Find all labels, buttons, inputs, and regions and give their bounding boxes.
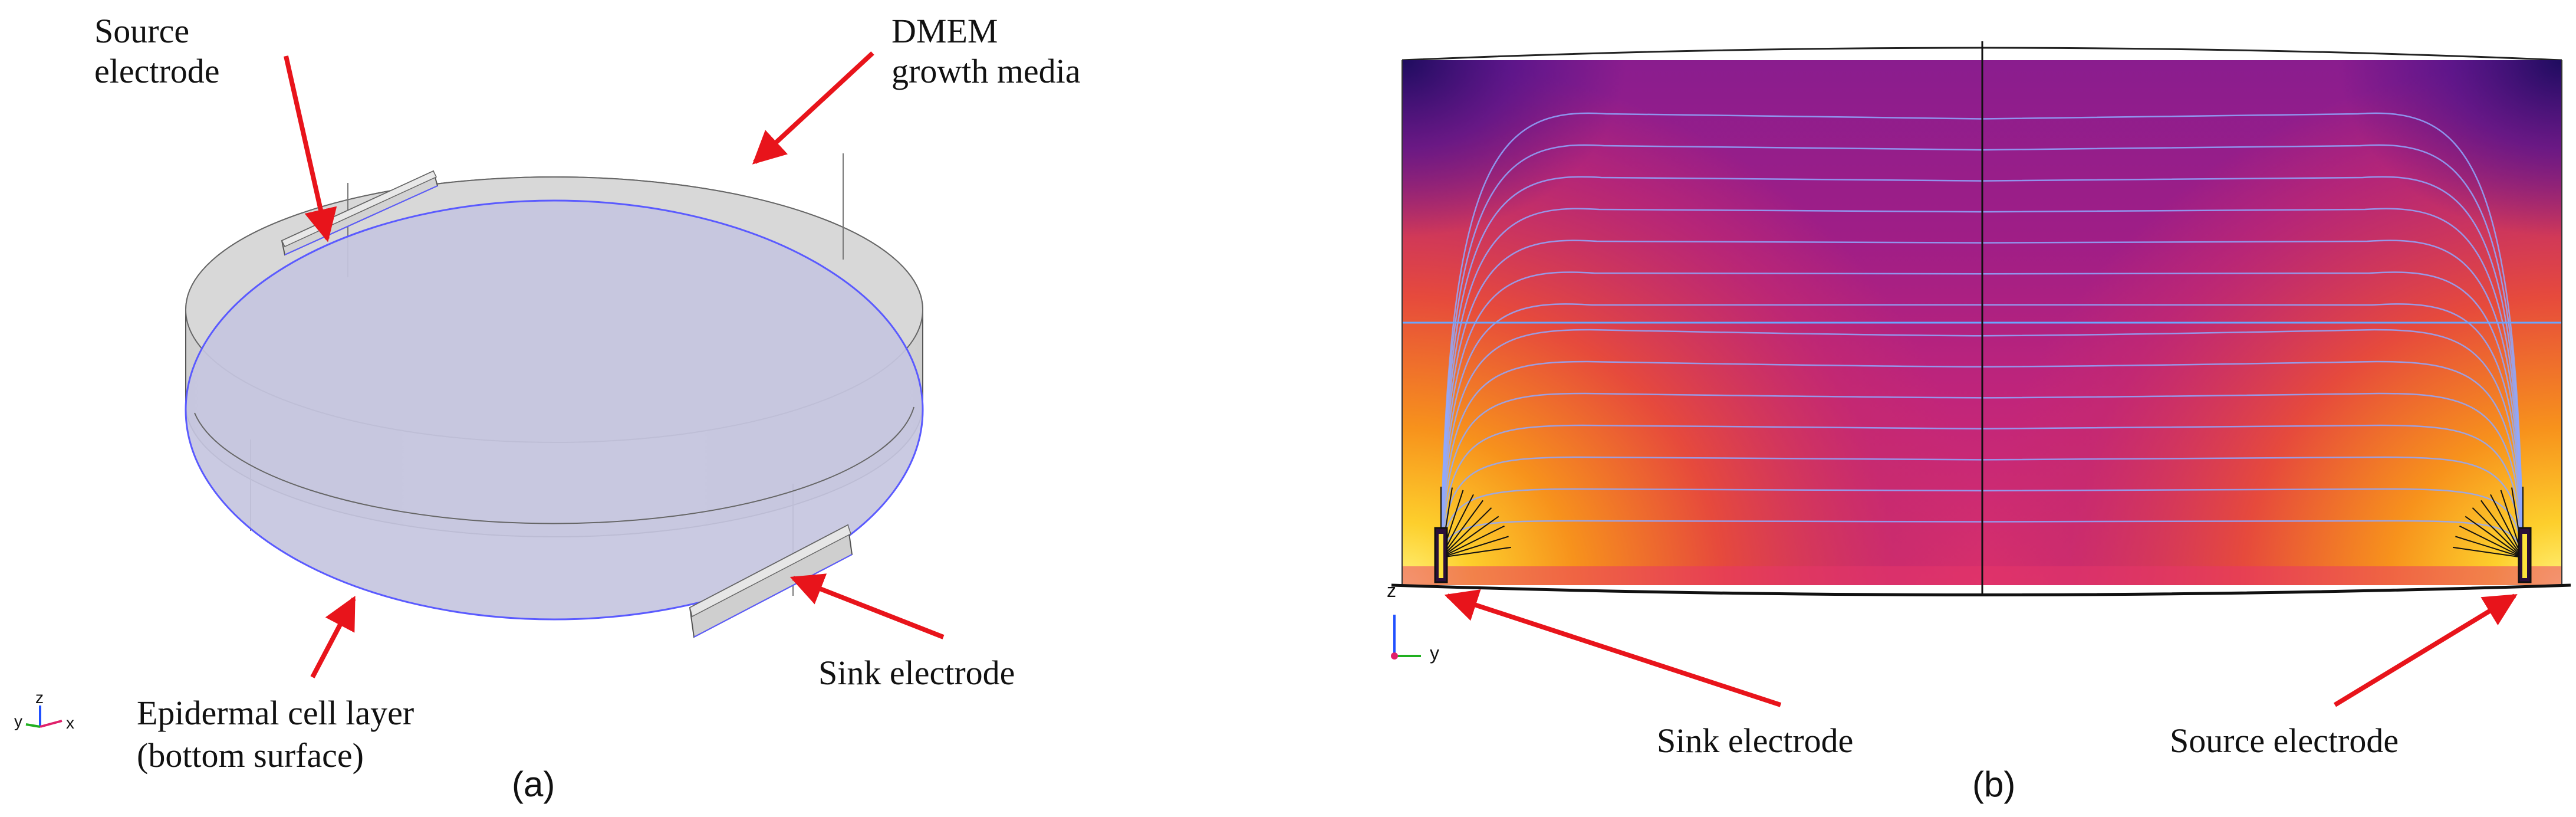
sink-electrode-b [1434,527,1448,583]
label-cell-layer-line2: (bottom surface) [137,736,364,775]
arrow-sink-b [1444,589,1782,707]
field-line-near-electrode [1440,546,1511,558]
streamline-right [1981,456,2524,558]
field-line-near-electrode [1440,516,1499,558]
caption-b: (b) [1972,764,2015,804]
streamline-right [1981,488,2524,558]
field-line-near-electrode [2459,525,2524,558]
field-line-near-electrode [1440,507,1492,558]
axis-triad-a: z y x [14,688,74,732]
streamline-left [1440,303,1983,558]
arrow-sink [789,573,945,639]
streamline-left [1440,208,1983,558]
streamline-right [1981,392,2524,558]
axis-triad-b: z y [1387,580,1439,664]
rim-bottom [1391,583,2571,596]
streamlines [1440,112,2524,558]
sink-electrode-shape [689,524,853,638]
streamline-right [1981,144,2524,558]
field-line-near-electrode [2472,507,2524,558]
cell-layer-surface [185,199,924,621]
field-line-near-electrode [2455,536,2524,558]
caption-a: (a) [512,764,555,804]
source-electrode-b [2518,527,2532,583]
streamline-right [1981,329,2524,558]
streamline-right [1981,303,2524,558]
field-line-near-electrode [1440,536,1509,558]
label-cell-layer-line1: Epidermal cell layer [137,694,414,732]
streamline-right [1981,360,2524,558]
label-media-line2: growth media [891,52,1081,90]
streamline-left [1440,239,1983,558]
streamline-left [1440,329,1983,558]
arrow-cell-layer [310,596,356,678]
streamline-right [1981,424,2524,558]
streamline-left [1440,456,1983,558]
axis-label-z: z [35,688,44,707]
streamline-left [1440,112,1983,558]
streamline-left [1440,488,1983,558]
field-line-near-electrode [1440,525,1505,558]
arrow-source [284,55,337,242]
field-line-near-electrode [1440,500,1483,558]
streamline-left [1440,424,1983,558]
label-sink: Sink electrode [818,654,1015,692]
label-source-line2: electrode [94,52,220,90]
axis-label-z-b: z [1387,580,1396,601]
label-source-line1: Source [94,12,189,50]
label-source-b: Source electrode [2170,721,2399,760]
axis-label-y-b: y [1430,642,1439,664]
streamline-right [1981,208,2524,558]
streamline-right [1981,271,2524,558]
axis-label-x: x [66,714,74,732]
streamline-left [1440,360,1983,558]
field-line-near-electrode [2465,516,2524,558]
streamline-right [1981,112,2524,558]
streamline-left [1440,144,1983,558]
arrow-source-b [2333,593,2518,707]
field-line-near-electrode [2453,546,2524,558]
arrow-media [752,51,874,165]
field-line-near-electrode [2480,500,2524,558]
streamline-left [1440,176,1983,558]
streamline-left [1440,271,1983,558]
label-media-line1: DMEM [891,12,998,50]
streamline-right [1981,239,2524,558]
inner-rim-edge [194,406,914,524]
panel-a: Source electrode DMEM growth media Epide… [14,12,1081,804]
streamline-left [1440,392,1983,558]
streamline-right [1981,176,2524,558]
axis-label-y: y [14,712,22,730]
field-line-near-electrode [2490,494,2524,558]
panel-b: Sink electrode Source electrode z y (b) [1387,41,2571,804]
label-sink-b: Sink electrode [1657,721,1853,760]
